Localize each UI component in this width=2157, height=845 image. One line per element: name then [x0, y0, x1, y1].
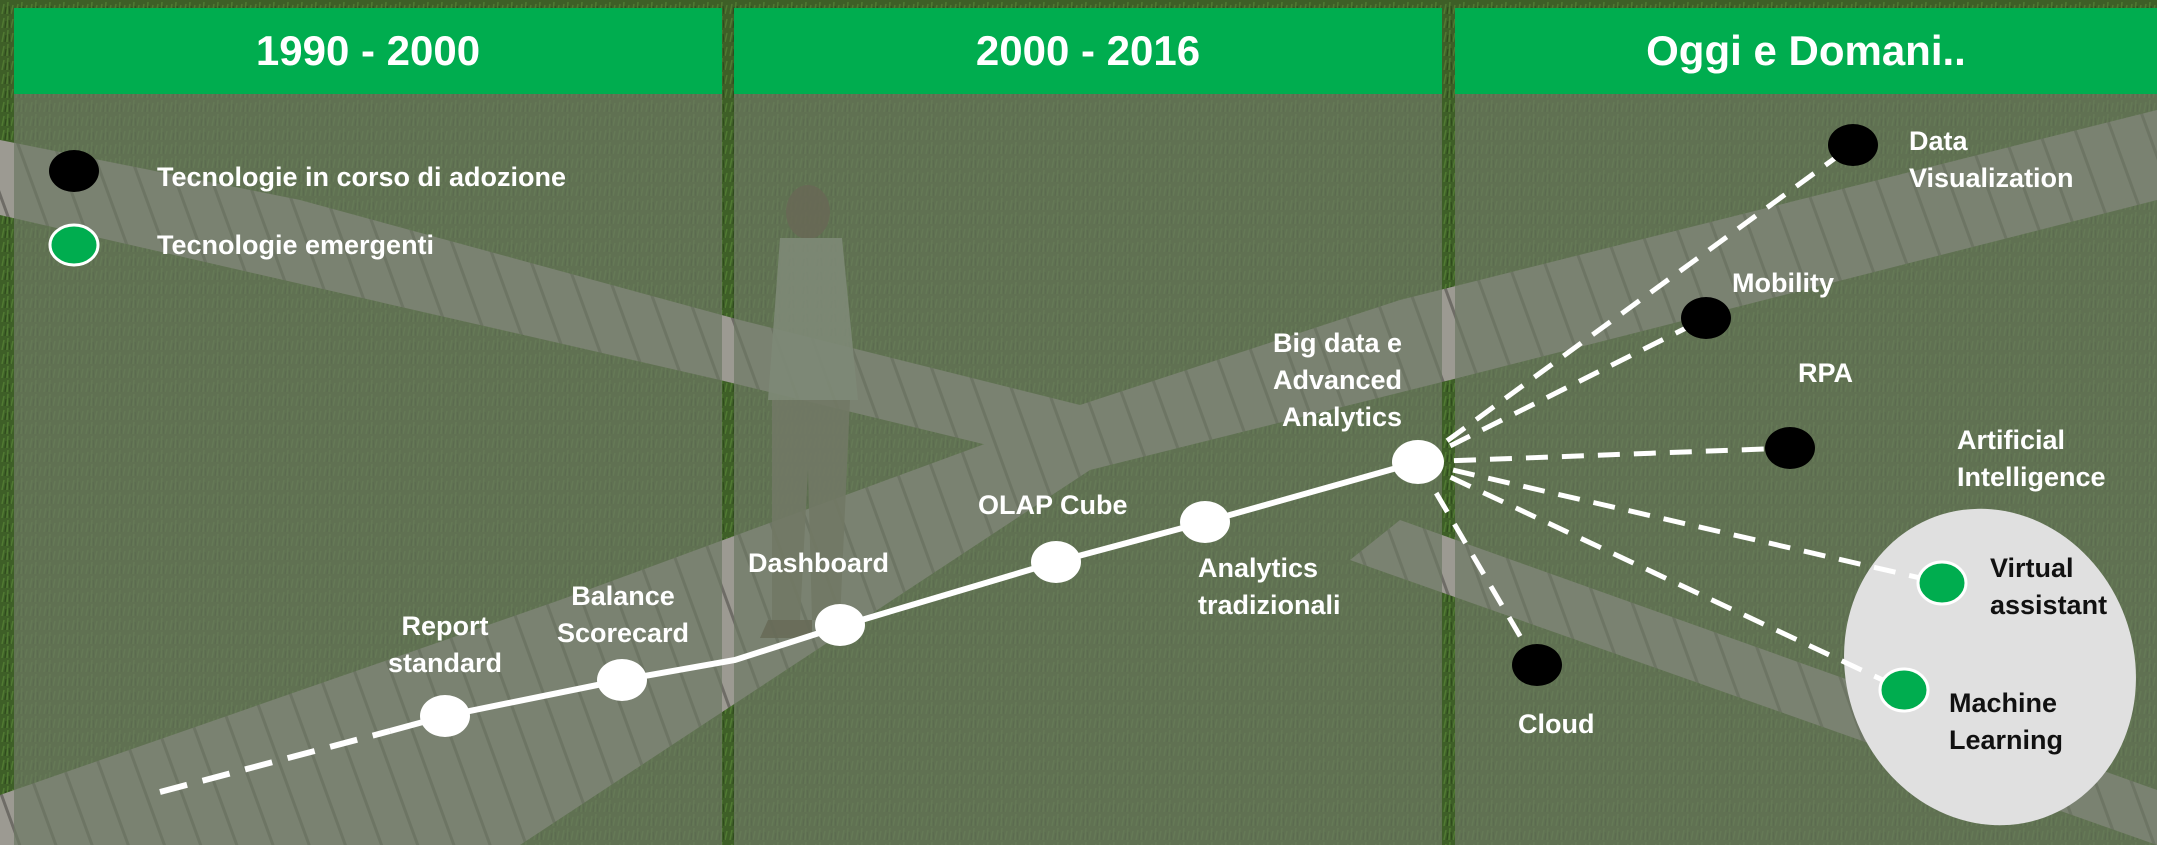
header-oggi-domani: Oggi e Domani.. [1455, 8, 2157, 94]
timeline-path [389, 459, 1419, 734]
branch-mobility [1416, 315, 1708, 465]
node-analytics-tradizionali [1180, 501, 1230, 543]
label-mobility: Mobility [1732, 268, 1834, 298]
label-balance-scorecard: Balance Scorecard [556, 581, 690, 648]
label-virtual-assistant: Virtual assistant [1990, 553, 2108, 620]
node-cloud [1512, 644, 1562, 686]
label-data-visualization: Data Visualization [1909, 126, 2074, 193]
legend-adopting-label: Tecnologie in corso di adozione [157, 162, 567, 192]
legend-adopting-swatch [49, 150, 99, 192]
panel-1990-2000 [14, 8, 722, 845]
node-olap-cube [1031, 541, 1081, 583]
node-rpa [1765, 427, 1815, 469]
label-olap-cube: OLAP Cube [978, 490, 1128, 520]
header-2000-2016: 2000 - 2016 [734, 8, 1442, 94]
header-oggi-domani-label: Oggi e Domani.. [1646, 27, 1966, 74]
legend-emerging-swatch [48, 223, 100, 267]
node-report-standard [420, 695, 470, 737]
header-1990-2000-label: 1990 - 2000 [255, 27, 481, 74]
label-big-data: Big data e Advanced Analytics [1272, 328, 1402, 432]
branch-virtual-assistant [1417, 459, 1943, 586]
label-artificial-intelligence: Artificial Intelligence [1957, 425, 2106, 492]
timeline-dashed-start [159, 728, 391, 795]
branch-rpa [1417, 445, 1791, 465]
branch-machine-learning [1416, 459, 1906, 693]
branch-cloud [1415, 460, 1540, 667]
node-balance-scorecard [597, 659, 647, 701]
header-2000-2016-label: 2000 - 2016 [975, 27, 1201, 74]
node-mobility [1681, 297, 1731, 339]
header-1990-2000: 1990 - 2000 [14, 8, 722, 94]
label-cloud: Cloud [1518, 709, 1595, 739]
node-dashboard [815, 604, 865, 646]
panel-2000-2016 [734, 8, 1442, 845]
label-rpa: RPA [1798, 358, 1854, 388]
label-machine-learning: Machine Learning [1949, 688, 2064, 755]
node-virtual-assistant [1916, 560, 1968, 606]
node-machine-learning [1878, 667, 1930, 713]
label-analytics-tradizionali: Analytics tradizionali [1198, 553, 1341, 620]
ai-group-ellipse [1844, 508, 2136, 826]
node-big-data [1392, 440, 1444, 484]
branch-data-visualization [1416, 142, 1855, 465]
label-report-standard: Report standard [387, 611, 503, 678]
node-data-visualization [1828, 124, 1878, 166]
legend-emerging-label: Tecnologie emergenti [157, 230, 435, 260]
label-dashboard: Dashboard [748, 548, 890, 578]
